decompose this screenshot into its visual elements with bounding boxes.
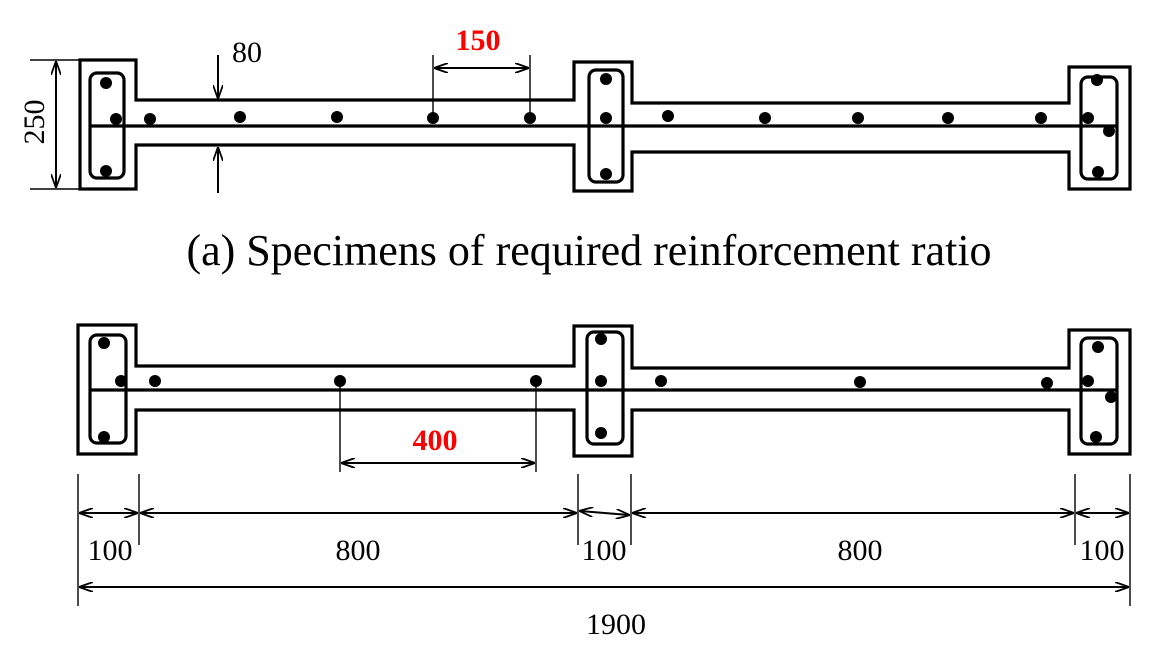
rebar xyxy=(427,112,439,124)
rebar xyxy=(234,111,246,123)
rebar xyxy=(600,168,612,180)
rebar xyxy=(600,112,612,124)
dimension-chain: 100 800 100 800 100 1900 xyxy=(77,474,1131,641)
seg3-label: 100 xyxy=(582,534,627,567)
thickness-label: 80 xyxy=(232,36,262,69)
rebar xyxy=(1105,391,1117,403)
rebar xyxy=(98,337,110,349)
rebar xyxy=(1092,341,1104,353)
rebar xyxy=(1092,166,1104,178)
height-dimension: 250 xyxy=(18,59,80,190)
rebar xyxy=(100,165,112,177)
specimen-b-bars xyxy=(98,333,1117,443)
rebar xyxy=(759,112,771,124)
rebar xyxy=(1090,431,1102,443)
rebar xyxy=(530,375,542,387)
rebar xyxy=(942,112,954,124)
seg1-label: 100 xyxy=(88,534,133,567)
specimen-b-mid-stirrup xyxy=(585,330,625,446)
rebar xyxy=(110,113,122,125)
rebar xyxy=(852,112,864,124)
rebar xyxy=(1041,377,1053,389)
rebar xyxy=(595,333,607,345)
seg2-label: 800 xyxy=(336,534,381,567)
rebar xyxy=(524,112,536,124)
rebar xyxy=(144,113,156,125)
rebar xyxy=(600,73,612,85)
spacing-a-dimension: 150 xyxy=(432,24,531,112)
rebar xyxy=(331,111,343,123)
specimen-a-outline xyxy=(78,58,1132,193)
rebar xyxy=(662,110,674,122)
rebar xyxy=(100,77,112,89)
rebar xyxy=(149,375,161,387)
seg3-arrow xyxy=(580,511,629,515)
rebar xyxy=(854,376,866,388)
rebar xyxy=(115,375,127,387)
rebar xyxy=(655,375,667,387)
rebar xyxy=(595,375,607,387)
rebar xyxy=(1103,125,1115,137)
seg4-label: 800 xyxy=(838,534,883,567)
rebar xyxy=(595,427,607,439)
total-label: 1900 xyxy=(586,608,646,641)
rebar xyxy=(334,375,346,387)
specimen-a: 250 80 150 xyxy=(18,24,1132,193)
spacing-a-label: 150 xyxy=(456,24,501,57)
height-label: 250 xyxy=(18,100,51,145)
thickness-dimension: 80 xyxy=(218,36,262,193)
spacing-b-dimension: 400 xyxy=(339,385,537,472)
spacing-b-label: 400 xyxy=(413,424,458,457)
rebar xyxy=(1035,112,1047,124)
specimen-a-bars xyxy=(100,73,1115,180)
rebar xyxy=(1082,112,1094,124)
caption-a: (a) Specimens of required reinforcement … xyxy=(186,226,991,275)
specimen-b-outline xyxy=(76,323,1132,458)
rebar xyxy=(1091,74,1103,86)
specimen-b: 400 xyxy=(76,323,1132,472)
rebar xyxy=(1082,375,1094,387)
seg5-label: 100 xyxy=(1080,534,1125,567)
rebar xyxy=(98,431,110,443)
